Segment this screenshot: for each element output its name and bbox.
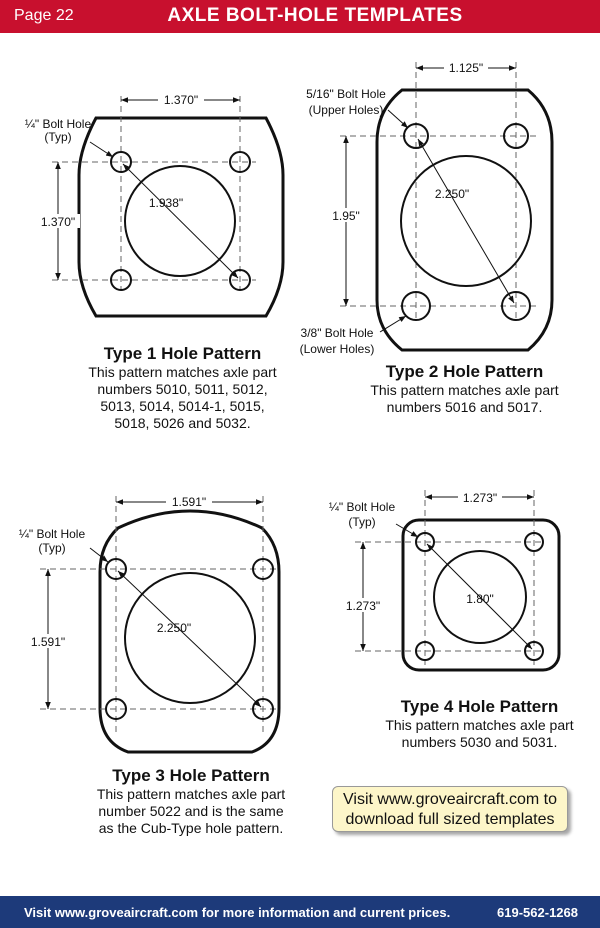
type2-title: Type 2 Hole Pattern bbox=[385, 362, 544, 381]
type2-caption: Type 2 Hole Pattern This pattern matches… bbox=[342, 361, 587, 416]
type4-hole-label: ¼" Bolt Hole bbox=[329, 500, 396, 514]
type4-dim-diagonal: 1.80" bbox=[466, 592, 494, 606]
type1-plate-outline bbox=[77, 116, 285, 318]
type4-template bbox=[355, 490, 561, 672]
type1-bolt-hole bbox=[110, 151, 132, 173]
type2-desc-line: This pattern matches axle part bbox=[370, 382, 559, 398]
type1-bolt-hole bbox=[229, 151, 251, 173]
page-header: Page 22 AXLE BOLT-HOLE TEMPLATES bbox=[0, 0, 600, 33]
type4-desc-line: This pattern matches axle part bbox=[385, 717, 574, 733]
type4-bolt-hole bbox=[524, 641, 544, 661]
footer-website-text[interactable]: Visit www.groveaircraft.com for more inf… bbox=[24, 905, 451, 920]
type4-dim-horizontal: 1.273" bbox=[463, 491, 497, 505]
type3-plate-outline bbox=[98, 509, 281, 754]
type3-dim-diagonal: 2.250" bbox=[157, 621, 191, 635]
type3-dim-horizontal: 1.591" bbox=[172, 495, 206, 509]
type1-desc-line: 5018, 5026 and 5032. bbox=[114, 415, 251, 431]
type1-hole-label: ¼" Bolt Hole bbox=[25, 117, 92, 131]
type2-desc-line: numbers 5016 and 5017. bbox=[386, 399, 543, 415]
type2-dim-vertical: 1.95" bbox=[332, 209, 360, 223]
type1-hole-note: (Typ) bbox=[44, 130, 71, 144]
page-number: Page 22 bbox=[14, 7, 74, 24]
type4-plate-outline bbox=[401, 518, 561, 672]
type3-caption: Type 3 Hole Pattern This pattern matches… bbox=[66, 765, 316, 837]
type4-caption: Type 4 Hole Pattern This pattern matches… bbox=[357, 696, 600, 751]
type3-bolt-hole bbox=[105, 698, 127, 720]
type2-upper-hole-note: (Upper Holes) bbox=[309, 103, 384, 117]
type2-upper-hole bbox=[503, 123, 529, 149]
callout-line: Visit www.groveaircraft.com to bbox=[343, 791, 557, 808]
type2-lower-hole bbox=[501, 291, 531, 321]
type2-lower-hole bbox=[401, 291, 431, 321]
type2-plate-outline bbox=[375, 88, 554, 352]
type3-hole-note: (Typ) bbox=[38, 541, 65, 555]
type1-desc-line: This pattern matches axle part bbox=[88, 364, 277, 380]
type3-bolt-hole bbox=[252, 558, 274, 580]
type1-caption: Type 1 Hole Pattern This pattern matches… bbox=[60, 343, 305, 432]
type1-dim-horizontal: 1.370" bbox=[164, 93, 198, 107]
type3-desc-line: This pattern matches axle part bbox=[96, 786, 286, 802]
type3-hole-label: ¼" Bolt Hole bbox=[19, 527, 86, 541]
type4-hole-note: (Typ) bbox=[348, 515, 375, 529]
type2-template bbox=[340, 62, 554, 352]
type3-desc-line: number 5022 and is the same bbox=[98, 803, 284, 819]
type1-desc-line: 5013, 5014, 5014-1, 5015, bbox=[100, 398, 265, 414]
type4-dim-vertical: 1.273" bbox=[346, 599, 380, 613]
type1-desc-line: numbers 5010, 5011, 5012, bbox=[97, 381, 268, 397]
type3-center-bore bbox=[124, 572, 256, 704]
type4-title: Type 4 Hole Pattern bbox=[400, 697, 559, 716]
templates-drawing: 1.370" 1.370" 1.938" ¼" Bolt Hole (Typ) … bbox=[19, 60, 561, 754]
type4-bolt-hole bbox=[415, 641, 435, 661]
type4-bolt-hole bbox=[524, 532, 544, 552]
type1-dim-diagonal: 1.938" bbox=[149, 196, 183, 210]
type1-bolt-hole bbox=[110, 269, 132, 291]
type2-upper-hole bbox=[403, 123, 429, 149]
type4-bolt-hole bbox=[415, 532, 435, 552]
callout-line: download full sized templates bbox=[345, 811, 555, 828]
type2-dim-horizontal: 1.125" bbox=[449, 61, 483, 75]
type3-template bbox=[40, 496, 281, 754]
type3-bolt-hole bbox=[105, 558, 127, 580]
type4-desc-line: numbers 5030 and 5031. bbox=[401, 734, 558, 750]
type3-title: Type 3 Hole Pattern bbox=[112, 766, 270, 785]
type1-template bbox=[52, 96, 285, 318]
type1-dim-vertical: 1.370" bbox=[41, 215, 75, 229]
type2-lower-hole-note: (Lower Holes) bbox=[300, 342, 375, 356]
footer-phone: 619-562-1268 bbox=[497, 905, 578, 920]
type2-dim-diagonal: 2.250" bbox=[435, 187, 469, 201]
type2-upper-hole-label: 5/16" Bolt Hole bbox=[306, 87, 386, 101]
type1-bolt-hole bbox=[229, 269, 251, 291]
type3-bolt-hole bbox=[252, 698, 274, 720]
type3-desc-line: as the Cub-Type hole pattern. bbox=[98, 820, 284, 836]
type2-lower-hole-label: 3/8" Bolt Hole bbox=[301, 326, 374, 340]
download-templates-callout[interactable]: Visit www.groveaircraft.com to download … bbox=[332, 786, 568, 832]
type3-dim-vertical: 1.591" bbox=[31, 635, 65, 649]
page-title: AXLE BOLT-HOLE TEMPLATES bbox=[167, 5, 463, 26]
type1-title: Type 1 Hole Pattern bbox=[103, 344, 262, 363]
page-footer: Visit www.groveaircraft.com for more inf… bbox=[0, 896, 600, 928]
